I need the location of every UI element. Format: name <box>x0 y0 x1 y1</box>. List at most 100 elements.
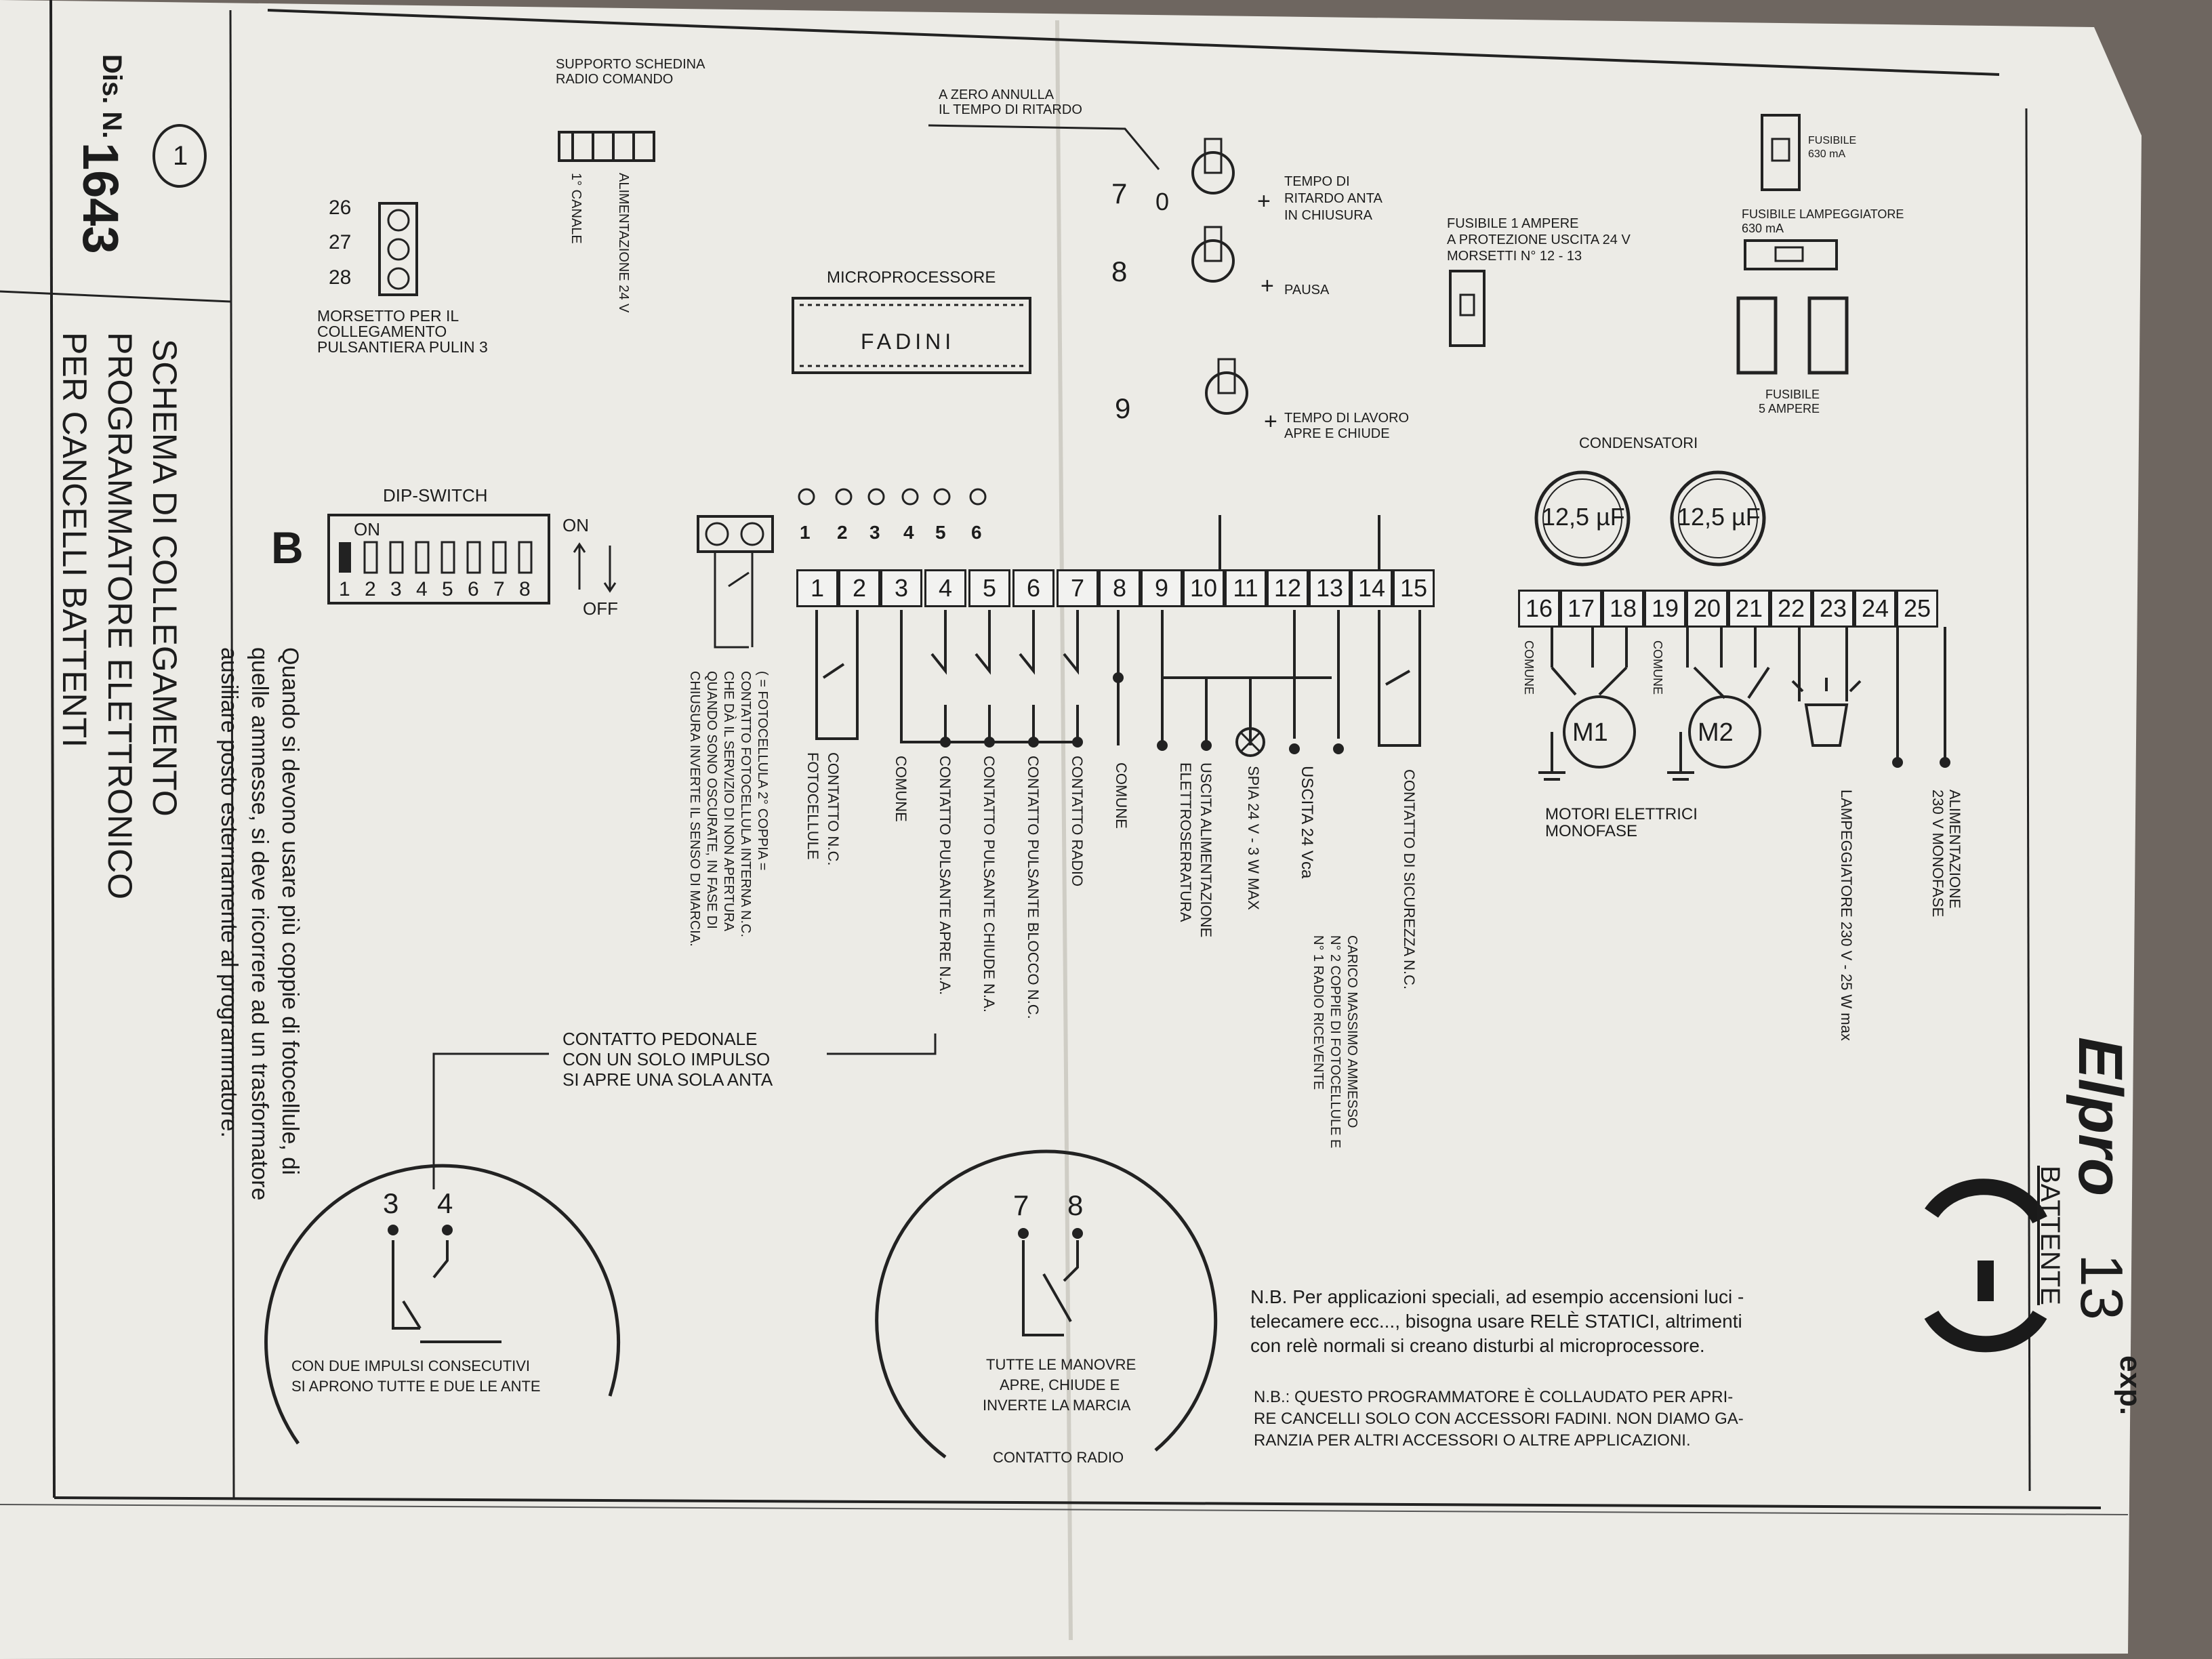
pedestrian-label-2: CON UN SOLO IMPULSO <box>562 1049 771 1069</box>
trimmer-8-label: PAUSA <box>1284 283 1330 298</box>
label-button-open: CONTATTO PULSANTE APRE N.A. <box>937 756 954 996</box>
terminal-20: 20 <box>1686 590 1728 628</box>
motor-comune-1: COMUNE <box>1522 640 1536 695</box>
terminal-22: 22 <box>1770 590 1812 628</box>
label-max-load-2: N° 2 COPPIE DI FOTOCELLULE E <box>1328 935 1343 1149</box>
led-number-1: 1 <box>800 522 811 543</box>
motor-symbols <box>1538 627 1946 781</box>
dip-number-2: 2 <box>365 578 376 600</box>
trimmer-8 <box>1191 226 1235 283</box>
label-max-load-1: CARICO MASSIMO AMMESSO <box>1345 935 1359 1128</box>
radio-channel-label: 1° CANALE <box>569 173 583 244</box>
label-nc-photocell-2: FOTOCELLULE <box>804 752 821 860</box>
photocell-2-terminal <box>697 515 774 553</box>
terminal-2: 2 <box>838 569 880 607</box>
terminal-4: 4 <box>924 569 966 607</box>
terminal-7: 7 <box>1057 569 1099 607</box>
transformer-note-1: Quando si devono usare più coppie di fot… <box>277 647 303 1175</box>
dip-switch <box>327 514 617 605</box>
capacitor-2 <box>1670 470 1766 567</box>
ce-mark-logo <box>1924 1179 2047 1353</box>
circle-left-caption-2: SI APRONO TUTTE E DUE LE ANTE <box>291 1378 541 1395</box>
label-button-close: CONTATTO PULSANTE CHIUDE N.A. <box>981 756 998 1012</box>
dip-switch-label: DIP-SWITCH <box>383 485 488 506</box>
capacitor-1 <box>1534 470 1631 567</box>
terminal-16: 16 <box>1518 590 1560 628</box>
label-lock-output-1: USCITA ALIMENTAZIONE <box>1197 762 1214 938</box>
terminal-13: 13 <box>1309 569 1351 607</box>
title-line-2: PROGRAMMATORE ELETTRONICO <box>101 332 139 900</box>
title-line-1: SCHEMA DI COLLEGAMENTO <box>146 339 184 817</box>
power-label-1: ALIMENTAZIONE <box>1946 790 1963 909</box>
drawing-number-label: Dis. N. <box>97 54 127 139</box>
dip-number-4: 4 <box>416 578 428 600</box>
dip-number-3: 3 <box>390 578 402 600</box>
zero-note-2: IL TEMPO DI RITARDO <box>939 102 1082 117</box>
photocell-note-1: ( = FOTOCELLULA 2° COPPIA = <box>755 671 770 871</box>
note-1-line-3: con relè normali si creano disturbi al m… <box>1250 1335 1705 1356</box>
fuse-1a-label-1: FUSIBILE 1 AMPERE <box>1447 216 1579 231</box>
note-2-line-2: RE CANCELLI SOLO CON ACCESSORI FADINI. N… <box>1254 1410 1744 1428</box>
paper-sheet <box>0 0 2142 1659</box>
circle-mid-arc <box>875 1149 1218 1459</box>
led-number-4: 4 <box>903 522 914 543</box>
photocell-note-4: QUANDO SONO OSCURATE, IN FASE DI <box>704 671 719 929</box>
terminal-10: 10 <box>1183 569 1225 607</box>
terminal-3: 3 <box>880 569 922 607</box>
label-nc-photocell-1: CONTATTO N.C. <box>825 752 842 866</box>
led-number-5: 5 <box>935 522 946 543</box>
terminal-8: 8 <box>1099 569 1141 607</box>
fuse-lamp-label-1: FUSIBILE LAMPEGGIATORE <box>1742 207 1904 221</box>
fuse-5a-label-2: 5 AMPERE <box>1759 402 1820 415</box>
dip-number-1: 1 <box>339 578 350 600</box>
label-safety-contact: CONTATTO DI SICUREZZA N.C. <box>1401 769 1418 990</box>
circle-left-arc <box>264 1164 621 1445</box>
trimmer-7-number: 7 <box>1111 178 1128 209</box>
note-2-line-3: RANZIA PER ALTRI ACCESSORI O ALTRE APPLI… <box>1254 1431 1691 1450</box>
trimmer-7 <box>1191 138 1235 194</box>
motor-m1: M1 <box>1572 718 1608 747</box>
dip-number-7: 7 <box>493 578 505 600</box>
terminal-27: 27 <box>329 231 352 253</box>
dip-on-label: ON <box>354 519 380 539</box>
sheet-number: 1 <box>173 141 188 171</box>
trimmer-7-label-1: TEMPO DI <box>1284 174 1350 189</box>
brand-subtitle: BATTENTE <box>2035 1166 2065 1305</box>
sheet-number-circle <box>152 124 207 188</box>
dip-off-label: OFF <box>583 598 618 619</box>
pedestrian-label-3: SI APRE UNA SOLA ANTA <box>562 1069 773 1090</box>
circle-mid-caption-3: INVERTE LA MARCIA <box>983 1397 1131 1414</box>
fuse-lamp-label-2: 630 mA <box>1742 222 1784 235</box>
terminal-5: 5 <box>968 569 1010 607</box>
fuse-1a-label-3: MORSETTI N° 12 - 13 <box>1447 249 1582 264</box>
trimmer-7-label-3: IN CHIUSURA <box>1284 208 1373 223</box>
microprocessor-chip-text: FADINI <box>861 329 956 354</box>
power-label-2: 230 V MONOFASE <box>1929 790 1946 918</box>
fuse-630-label-2: 630 mA <box>1808 148 1846 160</box>
trimmer-7-zero: 0 <box>1155 188 1170 216</box>
note-2-line-1: N.B.: QUESTO PROGRAMMATORE È COLLAUDATO … <box>1254 1388 1734 1406</box>
note-1-line-2: telecamere ecc..., bisogna usare RELÈ ST… <box>1250 1311 1742 1332</box>
title-line-3: PER CANCELLI BATTENTI <box>56 332 94 748</box>
brand-model-suffix: exp. <box>2114 1355 2147 1416</box>
label-comune-2: COMUNE <box>1113 762 1130 829</box>
lamp-label: LAMPEGGIATORE 230 V - 25 W max <box>1838 790 1855 1041</box>
circle-left-b: 4 <box>437 1187 453 1219</box>
terminal-12: 12 <box>1267 569 1309 607</box>
pulin-label-2: COLLEGAMENTO <box>317 323 447 340</box>
spia-lamp-symbol <box>1235 727 1265 757</box>
microprocessor-label: MICROPROCESSORE <box>827 268 996 287</box>
trimmer-9-number: 9 <box>1115 392 1131 424</box>
zero-note-1: A ZERO ANNULLA <box>939 87 1054 102</box>
led-number-2: 2 <box>837 522 848 543</box>
photocell-note-3: CHE DÀ IL SERVIZIO DI NON APERTURA <box>721 671 736 932</box>
capacitors-label: CONDENSATORI <box>1579 434 1698 451</box>
terminal-23: 23 <box>1812 590 1854 628</box>
brand-name: Elpro <box>2066 1037 2135 1197</box>
trimmer-9-label-2: APRE E CHIUDE <box>1284 426 1390 441</box>
terminal-1: 1 <box>796 569 838 607</box>
fuse-5a-label-1: FUSIBILE <box>1765 388 1820 401</box>
trimmer-8-number: 8 <box>1111 255 1128 287</box>
capacitor-2-value: 12,5 µF <box>1677 503 1761 531</box>
dip-switch-letter: B <box>271 523 304 573</box>
